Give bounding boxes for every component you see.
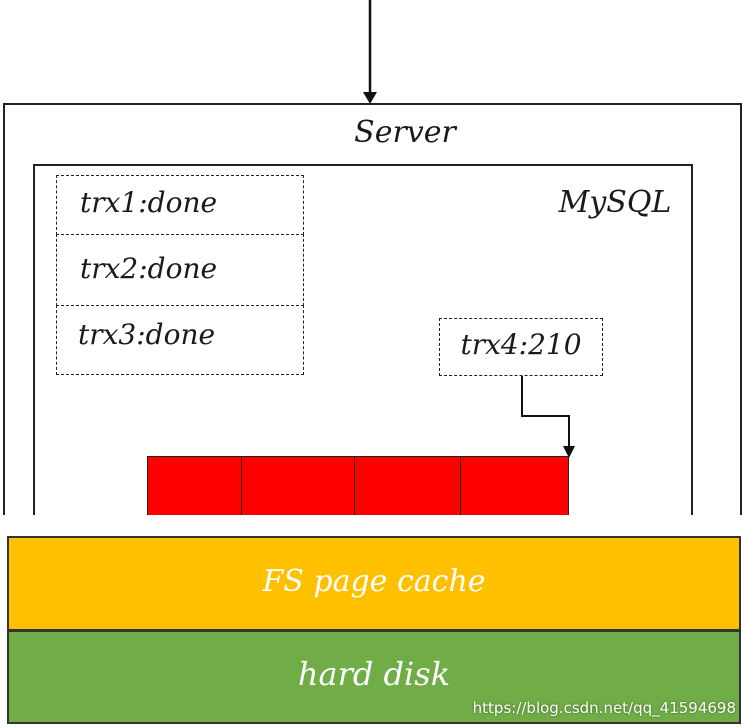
buffer-block — [148, 457, 242, 518]
server-box — [3, 103, 742, 518]
trx3-label: trx3:done — [78, 318, 216, 351]
buffer-block — [461, 457, 568, 518]
mysql-label: MySQL — [558, 185, 672, 220]
buffer-block — [241, 457, 355, 518]
server-label: Server — [354, 115, 456, 150]
binlog-buffer — [147, 456, 569, 518]
trx4-label: trx4:210 — [460, 328, 582, 361]
trx2-label: trx2:done — [80, 252, 218, 285]
incoming-arrow — [363, 0, 377, 104]
fs-page-cache-layer — [7, 536, 741, 631]
gap — [0, 515, 742, 537]
trx1-label: trx1:done — [80, 186, 218, 219]
mysql-box — [33, 164, 693, 518]
trx4-arrow — [521, 376, 575, 458]
hard-disk-label: hard disk — [297, 655, 451, 693]
fs-page-cache-label: FS page cache — [262, 564, 486, 599]
buffer-block — [354, 457, 462, 518]
watermark: https://blog.csdn.net/qq_41594698 — [472, 699, 736, 717]
trx3-box — [56, 305, 304, 375]
hard-disk-layer — [7, 630, 741, 724]
trx4-box — [439, 318, 603, 376]
